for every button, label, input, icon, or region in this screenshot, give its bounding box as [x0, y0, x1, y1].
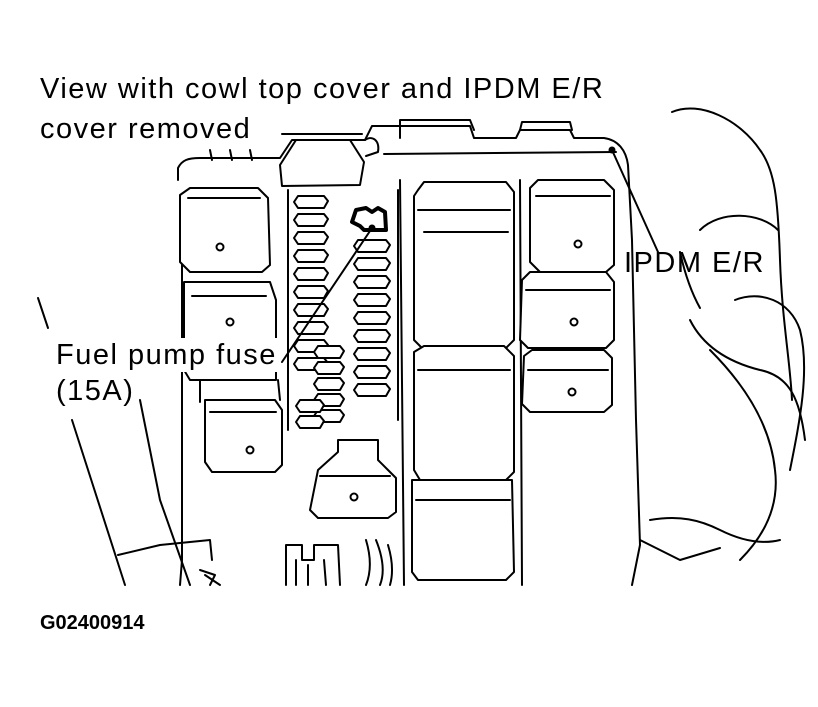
fuse [293, 321, 329, 335]
fuse [295, 399, 325, 413]
wire-harness [199, 539, 393, 586]
fuse [293, 213, 329, 227]
fuse [313, 377, 345, 391]
ipdm-label: IPDM E/R [624, 247, 765, 279]
fuse [353, 365, 391, 379]
fuse [353, 293, 391, 307]
fuse [295, 415, 325, 429]
fuse [293, 195, 329, 209]
ipdm-housing [177, 119, 641, 586]
fuse [353, 311, 391, 325]
fuse [353, 383, 391, 397]
fuse [293, 267, 329, 281]
center-relays [411, 181, 515, 581]
fuse [353, 275, 391, 289]
right-relays [519, 179, 615, 413]
fuse [313, 361, 345, 375]
left-bracket [37, 297, 213, 586]
fuse [293, 231, 329, 245]
fuse [313, 345, 345, 359]
fuse-rows [287, 189, 399, 431]
fuse [293, 303, 329, 317]
left-relays [179, 187, 283, 473]
fuse [353, 257, 391, 271]
fuel-pump-fuse-label-line1: Fuel pump fuse [56, 338, 279, 372]
fuel-pump-fuse-label-line2: (15A) [56, 375, 135, 407]
fuse [353, 329, 391, 343]
fuse [293, 285, 329, 299]
view-caption-line1: View with cowl top cover and IPDM E/R [40, 73, 605, 105]
fuse [293, 249, 329, 263]
leader-lines [281, 133, 659, 363]
fuel-pump-fuse [350, 206, 388, 232]
figure-code: G02400914 [40, 612, 145, 634]
engine-bay-background [639, 107, 806, 561]
fuse [353, 347, 391, 361]
lower-connector [309, 439, 397, 519]
view-caption-line2: cover removed [40, 113, 252, 145]
